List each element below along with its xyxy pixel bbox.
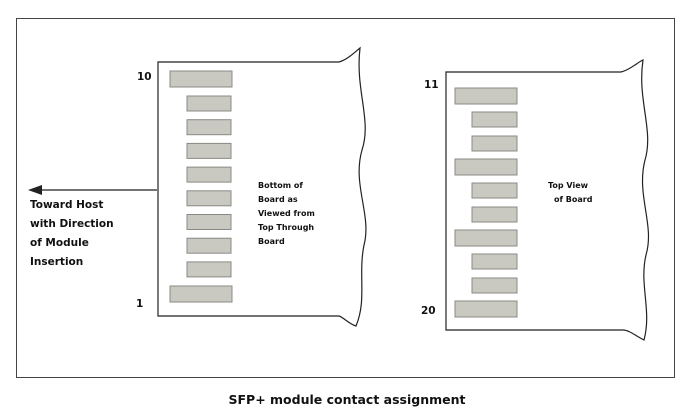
left-board-label-line-3: Viewed from (258, 209, 315, 218)
contact-pad (471, 253, 518, 270)
contact-pad (186, 119, 232, 136)
contact-pad-long (454, 158, 518, 176)
contact-pad-long (454, 300, 518, 318)
host-label-line-1: Toward Host (30, 199, 103, 211)
left-board-label-line-4: Top Through (258, 223, 314, 232)
contact-pad (186, 95, 232, 112)
contact-pad (471, 135, 518, 152)
contact-pad (186, 190, 232, 207)
host-arrow-head (28, 185, 42, 195)
left-board-label-line-2: Board as (258, 195, 298, 204)
contact-pad-long (169, 70, 233, 88)
contact-pad (471, 206, 518, 223)
right-board-label-line-1: Top View (548, 181, 589, 190)
contact-pad (186, 214, 232, 230)
left-board-label-line-5: Board (258, 237, 285, 246)
host-label-line-3: of Module (30, 237, 89, 249)
right-board-outline (445, 59, 650, 341)
contact-pad (471, 111, 518, 128)
right-bottom-pin-number: 20 (421, 305, 436, 317)
contact-pad-long (454, 87, 518, 105)
right-top-pin-number: 11 (424, 79, 439, 91)
host-label-line-2: with Direction (30, 218, 114, 230)
contact-pad-long (169, 285, 233, 303)
left-board-outline (157, 46, 367, 327)
diagram-frame (16, 18, 675, 378)
left-bottom-pin-number: 1 (136, 298, 143, 310)
right-board-label-line-2: of Board (554, 195, 593, 204)
figure-caption: SFP+ module contact assignment (228, 392, 466, 407)
contact-pad (186, 142, 232, 159)
contact-pad (186, 261, 232, 278)
right-board-pads (454, 87, 518, 318)
contact-pad (471, 182, 518, 199)
contact-pad (471, 277, 518, 294)
left-board-pads (169, 70, 233, 303)
left-top-pin-number: 10 (137, 71, 152, 83)
contact-pad-long (454, 229, 518, 247)
left-board-label-line-1: Bottom of (258, 181, 303, 190)
contact-pad (186, 166, 232, 183)
host-label-line-4: Insertion (30, 256, 83, 268)
contact-pad (186, 237, 232, 254)
